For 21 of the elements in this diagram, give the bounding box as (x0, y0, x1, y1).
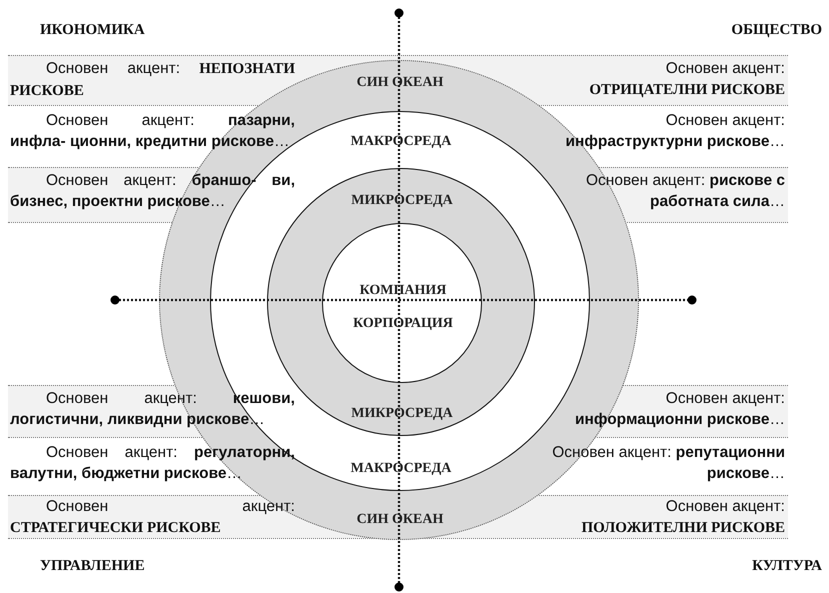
ring-label: МИКРОСРЕДА (351, 193, 453, 209)
risk-note: Основен акцент: репутационни рискове… (551, 443, 785, 484)
ring-label: МАКРОСРЕДА (350, 134, 452, 150)
quadrant-label: ИКОНОМИКА (40, 22, 145, 39)
ring-label: СИН ОКЕАН (356, 512, 444, 528)
quadrant-label: УПРАВЛЕНИЕ (40, 558, 145, 575)
risk-note: Основен акцент: ОТРИЦАТЕЛНИ РИСКОВЕ (588, 59, 785, 100)
risk-note: Основен акцент: НЕПОЗНАТИ РИСКОВЕ (10, 59, 295, 101)
ring-label: МИКРОСРЕДА (351, 406, 453, 422)
risk-note: Основен акцент: СТРАТЕГИЧЕСКИ РИСКОВЕ (10, 497, 295, 538)
risk-note: Основен акцент: пазарни, инфла- ционни, кредитни рискове… (10, 111, 295, 152)
risk-note: Основен акцент: инфраструктурни рискове… (564, 111, 785, 152)
quadrant-label: ОБЩЕСТВО (731, 22, 822, 39)
ring-label: СИН ОКЕАН (356, 75, 444, 91)
quadrant-label: КУЛТУРА (752, 558, 822, 575)
risk-note: Основен акцент: ПОЛОЖИТЕЛНИ РИСКОВЕ (580, 497, 785, 538)
core-label: КОРПОРАЦИЯ (353, 316, 453, 332)
risk-note: Основен акцент: рискове с работната сила… (584, 171, 785, 212)
ring-label: МАКРОСРЕДА (350, 461, 452, 477)
risk-note: Основен акцент: информационни рискове… (574, 389, 785, 430)
core-label: КОМПАНИЯ (360, 283, 446, 299)
